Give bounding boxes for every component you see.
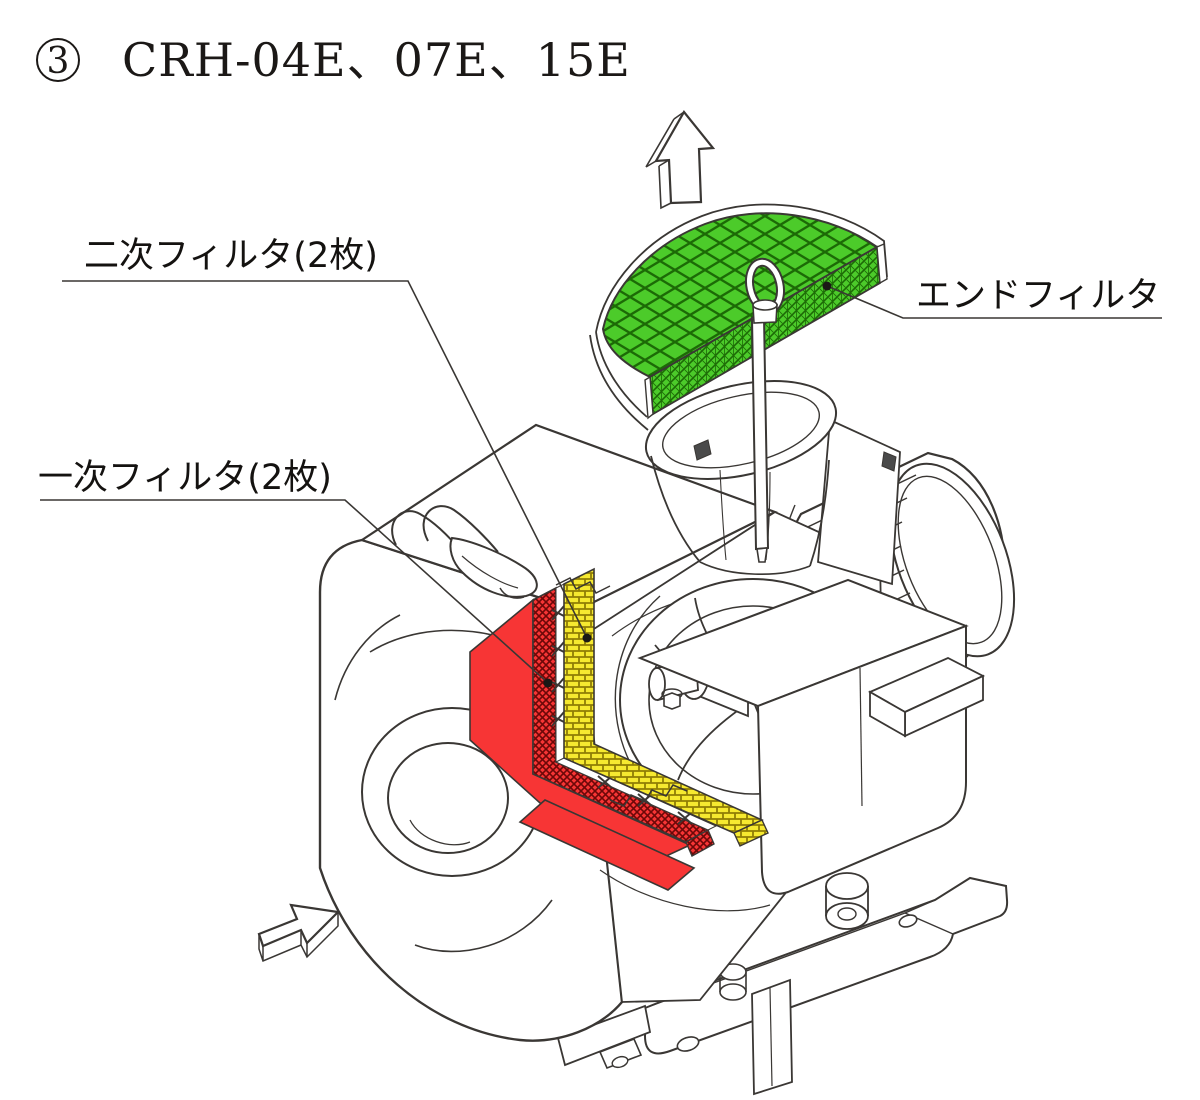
outlet-duct [817, 418, 901, 586]
title-models: CRH-04E、07E、15E [122, 33, 631, 87]
leader-lines [40, 280, 1162, 688]
title-index: 3 [47, 41, 70, 82]
hub-nut [663, 692, 681, 710]
end-filter-rim [595, 203, 888, 333]
mounting-hole [676, 1036, 700, 1052]
primary-filter-leader [40, 499, 549, 684]
outlet-funnel [644, 380, 901, 586]
primary-filter [469, 586, 715, 891]
end-filter-top [601, 212, 879, 379]
end-filter-label: エンドフィルタ [916, 276, 1160, 316]
secondary-filter-label: 二次フィルタ(2枚) [84, 236, 378, 276]
eye-bolt-rod [750, 315, 770, 551]
base-plate [556, 872, 1009, 1096]
mounting-boss-large [825, 872, 869, 930]
title: 3 CRH-04E、07E、15E [36, 33, 631, 87]
motor-foot [867, 657, 986, 738]
inlet-flow-arrow-icon [257, 903, 341, 963]
latch-clip [391, 505, 538, 599]
support-bracket [751, 978, 793, 1096]
primary-filter-bottom [518, 799, 696, 891]
left-base-plate [556, 1004, 652, 1067]
primary-filter-label: 一次フィルタ(2枚) [38, 458, 332, 498]
eye-bolt [745, 257, 785, 563]
mounting-hole [898, 914, 918, 928]
end-filter-leader [826, 285, 1162, 319]
outlet-flow-arrow-icon [645, 110, 716, 210]
secondary-filter-leader [62, 280, 588, 639]
secondary-filter [555, 567, 769, 847]
filter-guide-comb [555, 577, 611, 594]
